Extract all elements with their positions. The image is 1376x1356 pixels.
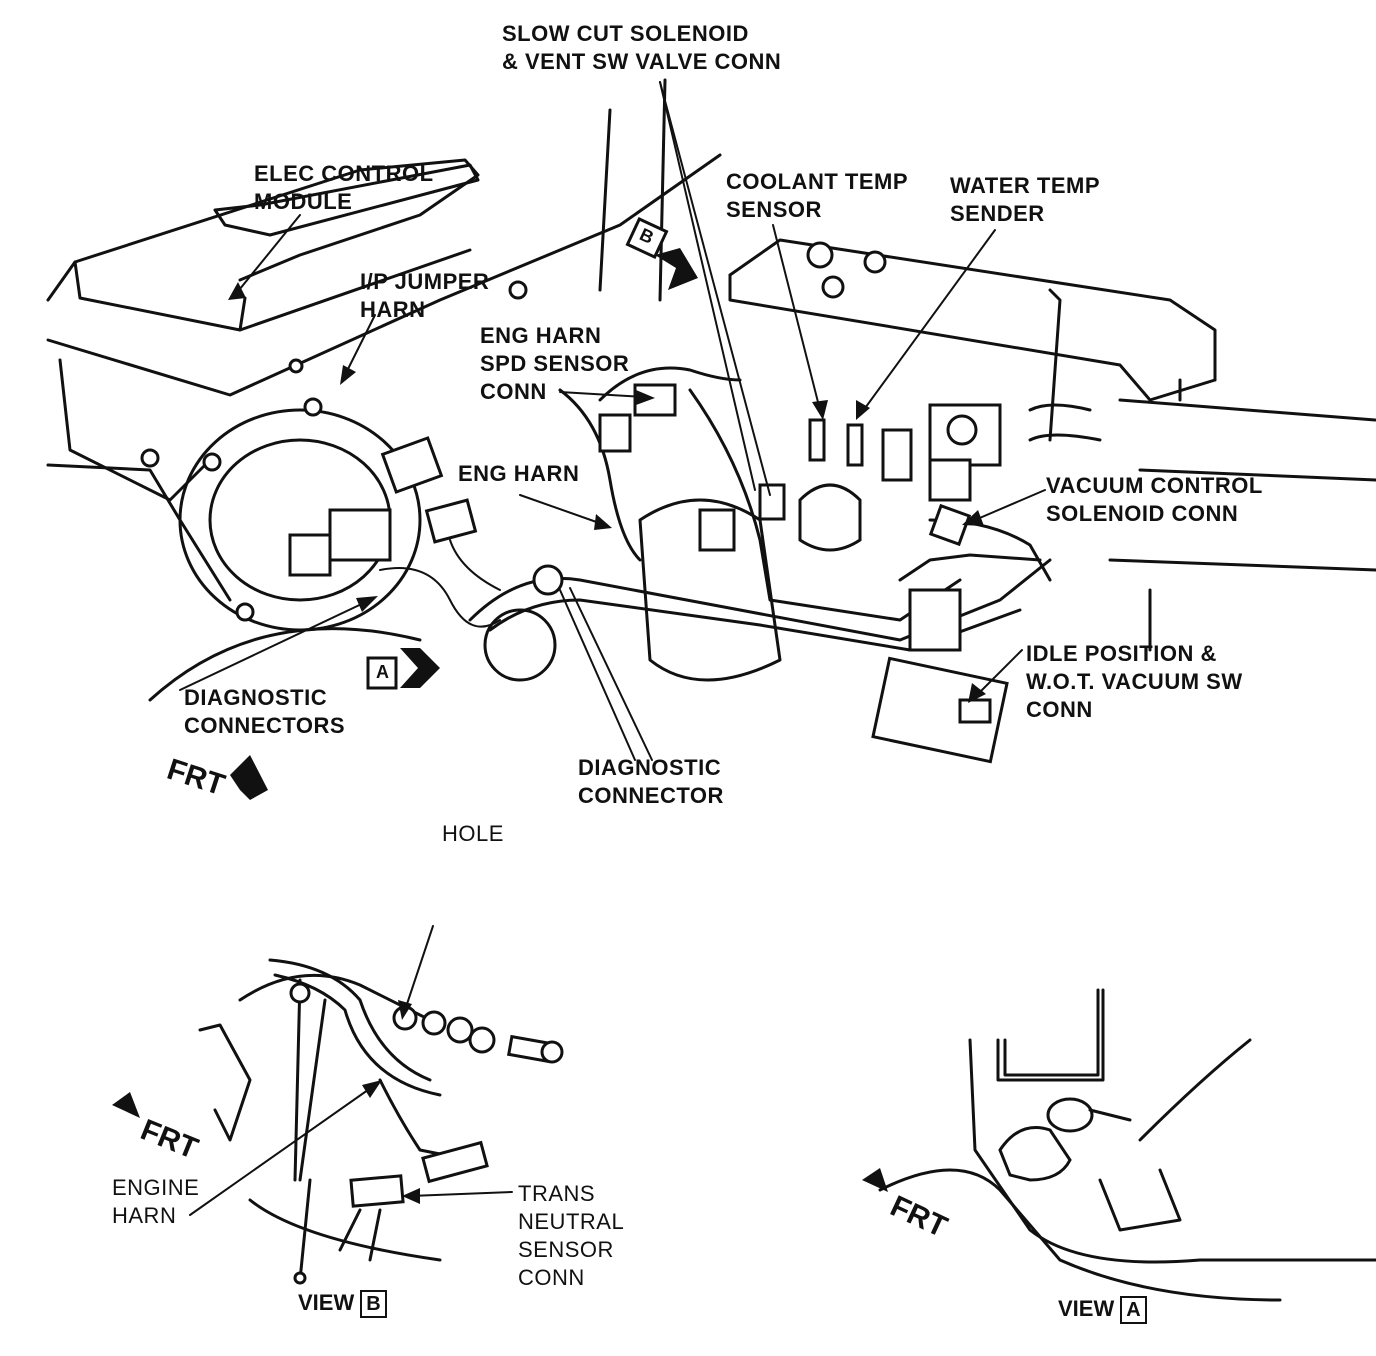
eng-harn-spd-line-1: ENG HARN [480,323,602,348]
idle-position-label: IDLE POSITION & W.O.T. VACUUM SW CONN [1026,640,1243,724]
diag-connectors-line-2: CONNECTORS [184,713,346,738]
idle-position-line-1: IDLE POSITION & [1026,641,1217,666]
cowl-outline [46,78,722,702]
marker-a: A [376,662,389,682]
ip-jumper-line-2: HARN [360,297,426,322]
trans-neutral-line-1: TRANS [518,1181,596,1206]
diagnostic-connectors-label: DIAGNOSTIC CONNECTORS [184,684,345,740]
trans-neutral-line-3: SENSOR [518,1237,614,1262]
diag-connectors-line-1: DIAGNOSTIC [184,685,328,710]
view-b-drawing [112,925,564,1285]
water-temp-line-1: WATER TEMP [950,173,1101,198]
water-temp-sender-label: WATER TEMP SENDER [950,172,1100,228]
water-temp-line-2: SENDER [950,201,1045,226]
diagnostic-connector-label: DIAGNOSTIC CONNECTOR [578,754,724,810]
hole-label: HOLE [442,821,504,846]
vacuum-control-solenoid-label: VACUUM CONTROL SOLENOID CONN [1046,472,1263,528]
vacuum-control-line-2: SOLENOID CONN [1046,501,1239,526]
engine-harn-line-1: ENGINE [112,1175,200,1200]
coolant-line-2: SENSOR [726,197,822,222]
engine-harness [468,366,1052,682]
ecm-line-2: MODULE [254,189,353,214]
engine-harn-label: ENGINE HARN [112,1174,199,1230]
arrowheads [228,282,986,703]
eng-harn-spd-sensor-label: ENG HARN SPD SENSOR CONN [480,322,629,406]
diag-connector-line-2: CONNECTOR [578,783,724,808]
ecm-line-1: ELEC CONTROL [254,161,434,186]
slow-cut-solenoid-label: SLOW CUT SOLENOID & VENT SW VALVE CONN [502,20,781,76]
view-b-arrow [625,216,698,290]
slow-cut-line-2: & VENT SW VALVE CONN [502,49,782,74]
coolant-temp-sensor-label: COOLANT TEMP SENSOR [726,168,908,224]
view-a-box: A [1120,1296,1147,1324]
trans-neutral-sensor-label: TRANS NEUTRAL SENSOR CONN [518,1180,624,1292]
view-a-arrow [366,648,440,690]
view-b-box: B [360,1290,387,1318]
ecm-label: ELEC CONTROL MODULE [254,160,434,216]
coolant-line-1: COOLANT TEMP [726,169,908,194]
ecm-module [213,163,480,237]
eng-harn-spd-line-2: SPD SENSOR [480,351,630,376]
eng-harn-spd-line-3: CONN [480,379,547,404]
idle-position-line-3: CONN [1026,697,1093,722]
engine-harn-line-2: HARN [112,1203,177,1228]
view-a-word: VIEW [1058,1296,1115,1321]
diag-connector-line-1: DIAGNOSTIC [578,755,722,780]
ip-jumper-line-1: I/P JUMPER [360,269,490,294]
diagnostic-connectors-block [288,436,501,628]
vacuum-control-line-1: VACUUM CONTROL [1046,473,1263,498]
view-a-drawing [862,988,1376,1302]
frt-arrow-main [230,755,268,800]
leader-lines [179,81,1046,761]
view-b-word: VIEW [298,1290,355,1315]
slow-cut-line-1: SLOW CUT SOLENOID [502,21,749,46]
trans-neutral-line-4: CONN [518,1265,585,1290]
trans-neutral-line-2: NEUTRAL [518,1209,625,1234]
engine-block [638,238,1376,682]
blower-housing [140,280,528,632]
eng-harn-label: ENG HARN [458,461,580,486]
ip-jumper-harn-label: I/P JUMPER HARN [360,268,489,324]
idle-position-line-2: W.O.T. VACUUM SW [1026,669,1243,694]
